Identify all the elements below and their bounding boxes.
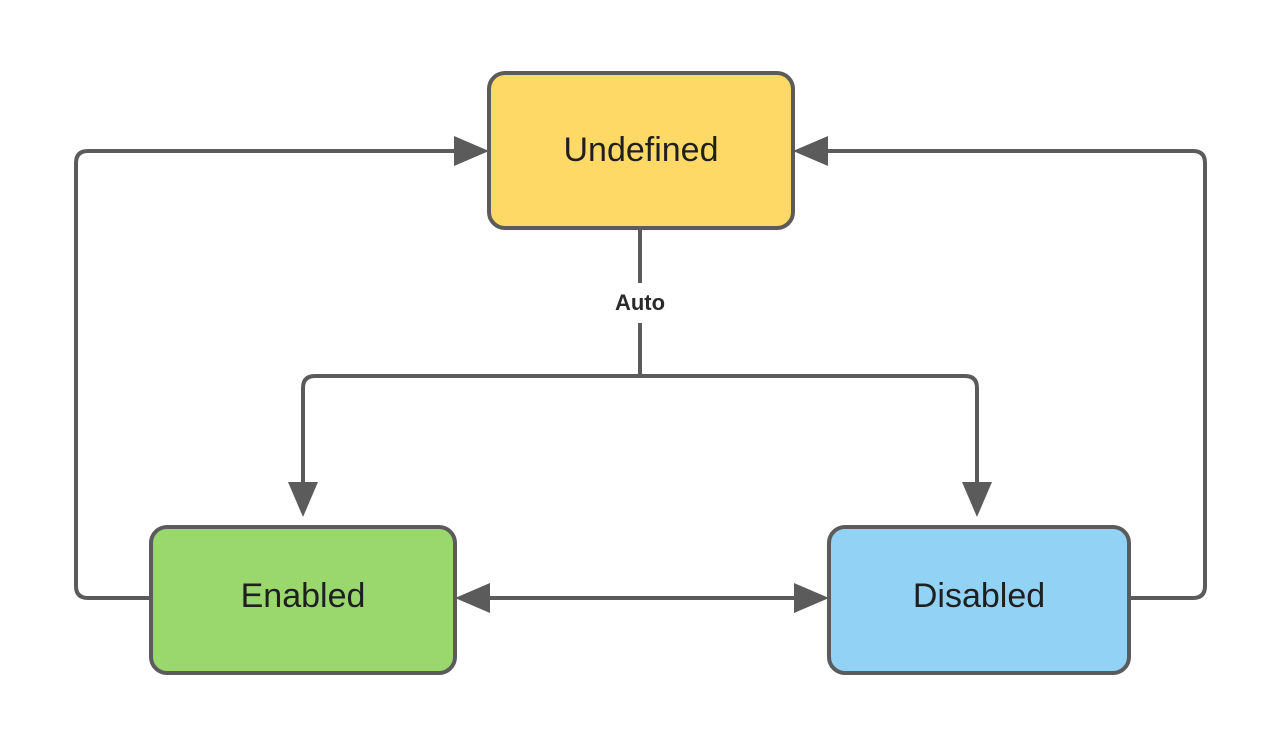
arrowhead-into-enabled-top — [288, 482, 318, 517]
state-box-enabled — [149, 525, 457, 675]
state-box-undefined — [487, 71, 795, 230]
edge-label-backdrop-auto — [592, 283, 688, 323]
arrowhead-into-undefined-right — [793, 136, 828, 166]
edge-path-disabled-to-undefined — [828, 149, 1207, 600]
state-label-disabled: Disabled — [913, 577, 1045, 615]
edge-path-auto-to-disabled — [640, 374, 979, 482]
arrowhead-into-disabled-top — [962, 482, 992, 517]
state-node-disabled[interactable]: Disabled — [827, 525, 1131, 675]
edge-disabled-to-undefined[interactable] — [793, 136, 1207, 600]
edge-label-auto: Auto — [615, 290, 665, 315]
state-label-enabled: Enabled — [241, 577, 366, 615]
edge-enabled-to-undefined[interactable] — [74, 136, 489, 600]
edge-path-auto-to-enabled — [301, 374, 640, 482]
edge-path-enabled-to-undefined — [74, 149, 454, 600]
edge-enabled-disabled[interactable] — [455, 583, 829, 613]
arrowhead-into-enabled-right — [455, 583, 490, 613]
edge-auto-fork[interactable]: Auto — [288, 228, 992, 517]
state-label-undefined: Undefined — [563, 131, 718, 169]
state-node-enabled[interactable]: Enabled — [149, 525, 457, 675]
state-box-disabled — [827, 525, 1131, 675]
arrowhead-into-undefined-left — [454, 136, 489, 166]
state-node-undefined[interactable]: Undefined — [487, 71, 795, 230]
arrowhead-into-disabled-left — [794, 583, 829, 613]
